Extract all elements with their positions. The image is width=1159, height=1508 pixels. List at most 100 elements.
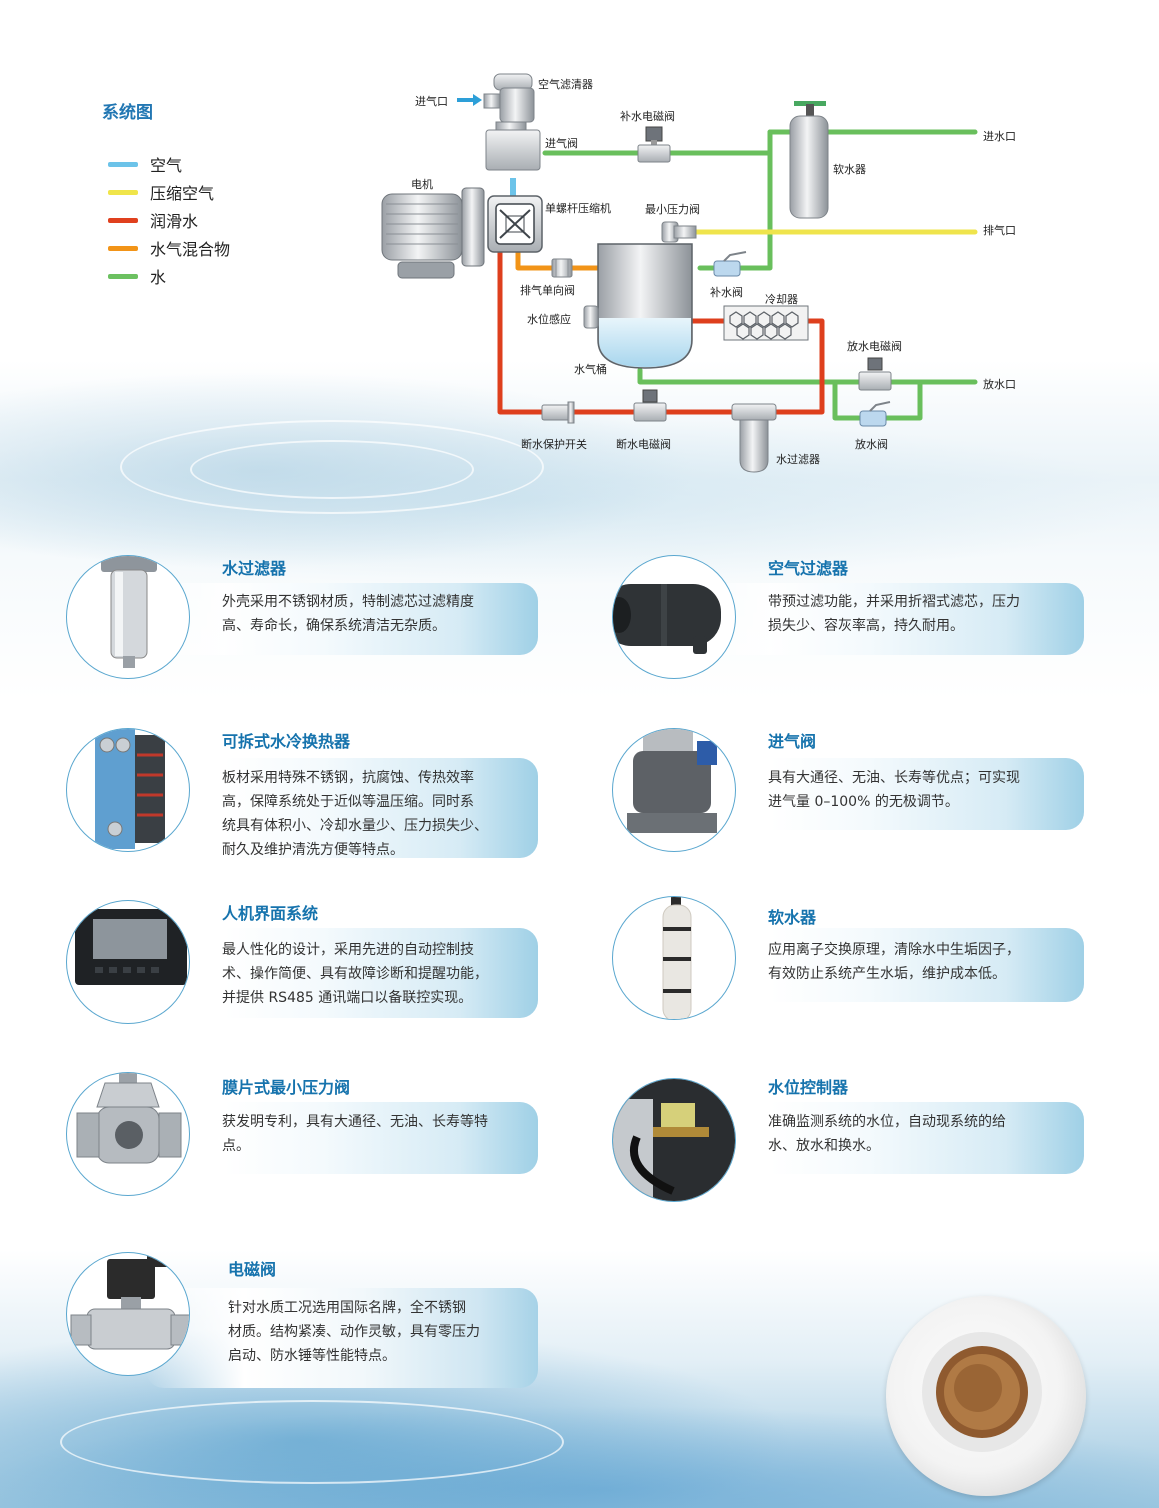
label-air-cleaner: 空气滤清器 — [538, 78, 593, 91]
card-desc: 具有大通径、无油、长寿等优点；可实现 进气量 0–100% 的无极调节。 — [768, 770, 1020, 810]
card-title: 进气阀 — [768, 732, 817, 751]
card-band — [692, 1102, 1084, 1174]
feature-card-hmi: 人机界面系统 最人性化的设计，采用先进的自动控制技 术、操作简便、具有故障诊断和… — [66, 900, 538, 1030]
legend-swatch — [108, 189, 138, 195]
feature-card-softener: 软水器 应用离子交换原理，清除水中生垢因子， 有效防止系统产生水垢，维护成本低。 — [612, 896, 1084, 1030]
card-photo — [66, 900, 190, 1024]
level-controller-icon — [613, 1079, 735, 1201]
cutoff-solenoid-icon — [633, 389, 667, 422]
motor-icon — [381, 187, 485, 279]
label-refill-valve: 补水阀 — [710, 286, 743, 299]
card-desc: 获发明专利，具有大通径、无油、长寿等特 点。 — [222, 1114, 488, 1154]
card-title: 水位控制器 — [768, 1078, 849, 1097]
hmi-panel-icon — [75, 909, 187, 985]
refill-solenoid-icon — [637, 126, 671, 163]
water-filter-icon — [731, 403, 777, 473]
air-cleaner-icon — [483, 73, 535, 123]
feature-card-level-controller: 水位控制器 准确监测系统的水位，自动现系统的给 水、放水和换水。 — [612, 1072, 1084, 1202]
heat-exchanger-icon — [95, 729, 165, 849]
label-tank: 水气桶 — [574, 363, 607, 376]
card-desc: 最人性化的设计，采用先进的自动控制技 术、操作简便、具有故障诊断和提醒功能， 并… — [222, 942, 488, 1006]
label-motor: 电机 — [411, 178, 433, 191]
card-band — [692, 928, 1084, 1002]
min-pressure-valve-icon — [76, 1073, 182, 1164]
card-title: 可拆式水冷换热器 — [222, 732, 351, 751]
card-desc: 板材采用特殊不锈钢，抗腐蚀、传热效率 高，保障系统处于近似等温压缩。同时系 统具… — [222, 770, 488, 858]
page-title: 系统图 — [102, 103, 153, 123]
filter-cartridge-icon — [922, 1332, 1042, 1452]
card-desc: 应用离子交换原理，清除水中生垢因子， 有效防止系统产生水垢，维护成本低。 — [768, 942, 1020, 982]
label-min-pressure-valve: 最小压力阀 — [645, 203, 700, 216]
min-pressure-valve-icon — [661, 221, 697, 243]
check-valve-icon — [551, 258, 573, 278]
mixture-pipe — [515, 245, 603, 271]
label-level-sensor: 水位感应 — [527, 313, 571, 326]
label-water-filter: 水过滤器 — [776, 453, 820, 466]
card-photo — [612, 896, 736, 1020]
card-title: 膜片式最小压力阀 — [222, 1078, 351, 1097]
drain-valve-icon — [859, 401, 891, 427]
label-inlet: 进气口 — [415, 95, 448, 108]
card-band — [146, 583, 538, 655]
intake-valve-icon — [627, 729, 717, 833]
card-band — [146, 1288, 538, 1388]
card-band — [146, 928, 538, 1018]
card-photo — [612, 728, 736, 852]
legend-item-mixture: 水气混合物 — [108, 234, 230, 262]
softener-icon — [789, 101, 829, 219]
feature-card-min-pressure-valve: 膜片式最小压力阀 获发明专利，具有大通径、无油、长寿等特 点。 — [66, 1072, 538, 1202]
label-refill-solenoid: 补水电磁阀 — [620, 110, 675, 123]
legend-swatch — [108, 245, 138, 251]
legend-item-lube-water: 润滑水 — [108, 206, 230, 234]
card-title: 空气过滤器 — [768, 559, 849, 578]
label-drain-solenoid: 放水电磁阀 — [847, 340, 902, 353]
drain-solenoid-icon — [858, 357, 892, 391]
card-title: 软水器 — [768, 908, 817, 927]
card-photo — [66, 728, 190, 852]
card-photo — [66, 1072, 190, 1196]
label-cutoff-switch: 断水保护开关 — [521, 438, 587, 451]
card-desc: 准确监测系统的水位，自动现系统的给 水、放水和换水。 — [768, 1114, 1006, 1154]
legend-swatch — [108, 273, 138, 279]
card-title: 人机界面系统 — [222, 904, 319, 923]
feature-card-intake-valve: 进气阀 具有大通径、无油、长寿等优点；可实现 进气量 0–100% 的无极调节。 — [612, 728, 1084, 858]
feature-card-heat-exchanger: 可拆式水冷换热器 板材采用特殊不锈钢，抗腐蚀、传热效率 高，保障系统处于近似等温… — [66, 728, 538, 868]
card-desc: 带预过滤功能，并采用折褶式滤芯，压力 损失少、容灰率高，持久耐用。 — [768, 594, 1020, 634]
water-gas-tank-icon — [583, 243, 693, 369]
label-exhaust-outlet: 排气口 — [983, 224, 1016, 237]
card-band — [146, 758, 538, 858]
card-desc: 外壳采用不锈钢材质，特制滤芯过滤精度 高、寿命长，确保系统清洁无杂质。 — [222, 594, 474, 634]
card-band — [692, 583, 1084, 655]
screw-compressor-icon — [487, 195, 543, 253]
card-photo — [66, 555, 190, 679]
cooler-icon — [723, 305, 809, 341]
card-title: 电磁阀 — [228, 1260, 277, 1279]
legend-swatch — [108, 161, 138, 167]
label-screw-compressor: 单螺杆压缩机 — [545, 202, 611, 215]
label-drain-outlet: 放水口 — [983, 378, 1016, 391]
card-photo — [66, 1252, 190, 1376]
legend-swatch — [108, 217, 138, 223]
water-ripple — [60, 1400, 564, 1484]
system-diagram — [381, 73, 978, 473]
filter-cartridge-photo — [886, 1296, 1086, 1496]
feature-card-solenoid-valve: 电磁阀 针对水质工况选用国际名牌，全不锈钢 材质。结构紧凑、动作灵敏，具有零压力… — [66, 1252, 538, 1398]
legend-item-air: 空气 — [108, 150, 230, 178]
label-softener: 软水器 — [833, 163, 866, 176]
label-check-valve: 排气单向阀 — [520, 284, 575, 297]
feature-card-water-filter: 水过滤器 外壳采用不锈钢材质，特制滤芯过滤精度 高、寿命长，确保系统清洁无杂质。 — [66, 555, 538, 685]
card-desc: 针对水质工况选用国际名牌，全不锈钢 材质。结构紧凑、动作灵敏，具有零压力 启动、… — [228, 1300, 480, 1364]
water-ripple — [120, 420, 544, 514]
legend-item-compressed-air: 压缩空气 — [108, 178, 230, 206]
water-ripple — [190, 440, 474, 499]
card-title: 水过滤器 — [222, 559, 287, 578]
softener-icon — [662, 897, 692, 1019]
card-band — [146, 1102, 538, 1174]
legend-item-water: 水 — [108, 262, 230, 290]
label-water-inlet: 进水口 — [983, 130, 1016, 143]
cutoff-switch-icon — [541, 401, 575, 424]
water-filter-icon — [101, 556, 157, 668]
label-intake-valve: 进气阀 — [545, 137, 578, 150]
label-cooler: 冷却器 — [765, 293, 798, 306]
